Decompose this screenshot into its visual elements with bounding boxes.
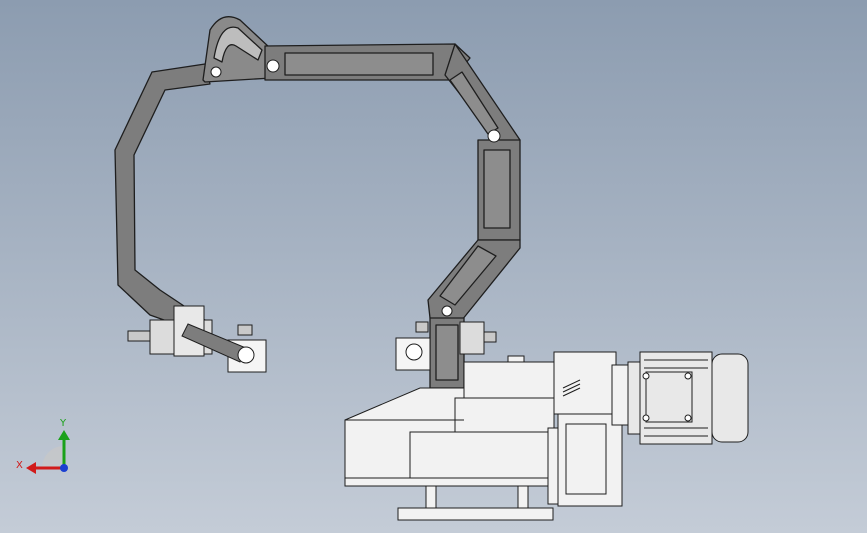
gearbox-flange	[547, 427, 559, 505]
gearbox-vent-1	[562, 379, 581, 389]
motor-bolt-3	[642, 414, 650, 422]
motor-bolt-4	[684, 414, 692, 422]
right-clamp-bolt[interactable]	[483, 331, 497, 343]
y-axis-arrow-head	[58, 430, 70, 440]
housing-step-upper	[454, 397, 555, 433]
base-rail[interactable]	[397, 507, 554, 521]
left-clamp-bolt-right[interactable]	[237, 324, 253, 336]
cam-slot	[213, 26, 263, 63]
pivot-hole-right-upper	[487, 129, 501, 143]
right-clamp-bolt-left[interactable]	[415, 321, 429, 333]
x-axis-arrow-head	[26, 462, 36, 474]
gearbox[interactable]	[547, 351, 635, 507]
left-clamp-eye	[237, 346, 255, 364]
gearbox-vent-3	[562, 387, 581, 397]
housing-base-plate[interactable]	[344, 477, 556, 487]
left-arm-segment[interactable]	[114, 63, 211, 331]
motor-end-cap[interactable]	[711, 353, 749, 443]
right-clamp-eye	[405, 343, 423, 361]
right-arm-upper-window	[449, 71, 499, 135]
housing-top-cap	[507, 355, 525, 363]
coordinate-triad[interactable]: Y X	[16, 418, 70, 474]
right-arm-upper[interactable]	[444, 43, 521, 146]
pivot-hole-top-left	[210, 66, 222, 78]
z-axis-point	[60, 464, 68, 472]
right-clamp[interactable]	[395, 321, 497, 371]
left-clamp-bolt[interactable]	[127, 330, 151, 342]
motor-bolt-1	[642, 372, 650, 380]
right-arm-lower-window	[439, 245, 497, 306]
left-clamp-link	[181, 323, 247, 363]
gearbox-upper[interactable]	[553, 351, 617, 415]
left-clamp[interactable]	[127, 305, 267, 373]
right-arm-foot-window	[435, 324, 459, 381]
base-stand[interactable]	[397, 485, 554, 521]
base-leg-right	[517, 485, 529, 509]
electric-motor[interactable]	[627, 351, 749, 445]
motor-bolt-2	[684, 372, 692, 380]
triad-plane	[42, 446, 64, 468]
pivot-hole-right-lower	[441, 305, 453, 317]
y-axis-label: Y	[59, 418, 67, 429]
motor-terminal-box[interactable]	[645, 371, 693, 423]
base-leg-left	[425, 485, 437, 509]
top-beam-window	[284, 52, 434, 76]
pivot-hole-top	[266, 59, 280, 73]
right-clamp-block[interactable]	[459, 321, 485, 355]
gearbox-inner	[565, 423, 607, 495]
housing-step-lower	[409, 431, 555, 483]
c-arm[interactable]	[114, 16, 521, 389]
housing-top[interactable]	[463, 361, 555, 403]
right-arm-middle-window	[483, 149, 511, 229]
drive-housing[interactable]	[344, 355, 556, 487]
x-axis-label: X	[16, 460, 23, 471]
gearbox-vent-2	[562, 383, 581, 393]
